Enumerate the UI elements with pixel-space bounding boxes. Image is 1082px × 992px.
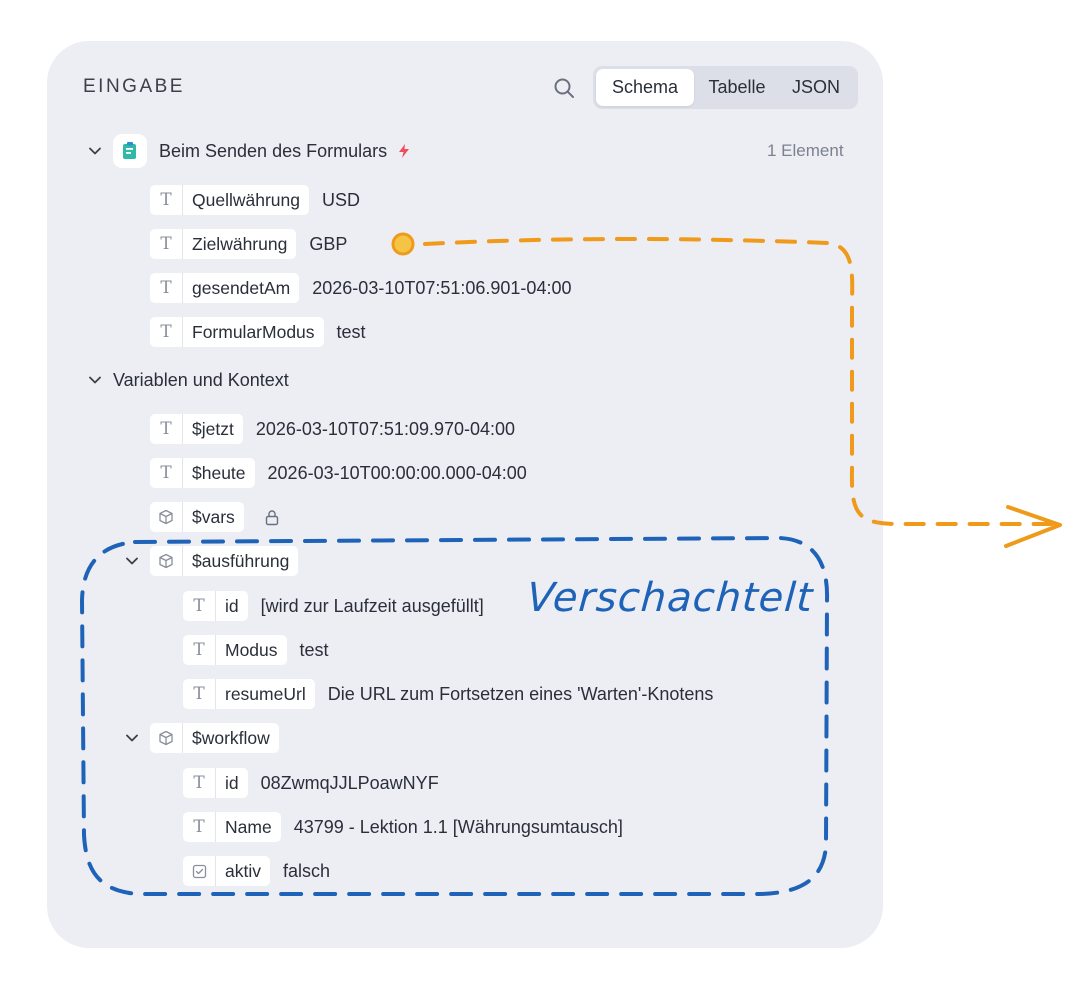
text-type-icon: T (150, 185, 183, 215)
field-name: id (225, 772, 239, 793)
field-name: Quellwährung (192, 189, 300, 210)
list-item: $vars (150, 502, 280, 532)
list-item: T $jetzt 2026-03-10T07:51:09.970-04:00 (150, 414, 515, 444)
form-trigger-icon (113, 134, 147, 168)
field-value: 2026-03-10T07:51:09.970-04:00 (255, 418, 516, 439)
cube-icon (150, 502, 183, 532)
field-chip[interactable]: $ausführung (150, 546, 299, 576)
field-value: GBP (309, 233, 348, 254)
context-section-label[interactable]: Variablen und Kontext (113, 369, 289, 390)
field-chip[interactable]: T id (183, 591, 248, 621)
search-icon[interactable] (552, 76, 576, 100)
field-chip[interactable]: T gesendetAm (150, 273, 300, 303)
cube-icon (150, 723, 183, 753)
field-value: test (336, 321, 366, 342)
text-type-icon: T (150, 229, 183, 259)
field-chip[interactable]: T Modus (183, 635, 287, 665)
text-type-icon: T (183, 768, 216, 798)
field-value: Die URL zum Fortsetzen eines 'Warten'-Kn… (327, 683, 714, 704)
field-chip[interactable]: T FormularModus (150, 317, 324, 347)
list-item: T id 08ZwmqJJLPoawNYF (183, 768, 439, 798)
field-name: aktiv (225, 860, 261, 881)
field-value: 2026-03-10T07:51:06.901-04:00 (312, 277, 572, 298)
list-item: T id [wird zur Laufzeit ausgefüllt] (183, 591, 484, 621)
list-item: T $heute 2026-03-10T00:00:00.000-04:00 (150, 458, 527, 488)
chevron-down-icon[interactable] (125, 731, 139, 745)
lock-icon (265, 509, 278, 525)
field-value: 2026-03-10T00:00:00.000-04:00 (267, 462, 527, 483)
field-value: USD (321, 189, 360, 210)
field-name: id (225, 595, 239, 616)
field-value: falsch (282, 860, 331, 881)
chevron-down-icon[interactable] (88, 144, 102, 158)
field-name: $heute (192, 462, 246, 483)
field-value: 43799 - Lektion 1.1 [Währungsumtausch] (293, 816, 623, 837)
text-type-icon: T (150, 414, 183, 444)
field-value: [wird zur Laufzeit ausgefüllt] (260, 595, 484, 616)
lightning-icon (399, 144, 410, 158)
list-item: $workflow (150, 723, 279, 753)
tab-tabelle[interactable]: Tabelle (708, 77, 766, 97)
list-item: T Name 43799 - Lektion 1.1 [Währungsumta… (183, 812, 623, 842)
field-chip[interactable]: aktiv (183, 856, 270, 886)
field-name: Zielwährung (192, 233, 288, 254)
field-chip[interactable]: T $heute (150, 458, 255, 488)
list-item: T Zielwährung GBP (150, 229, 347, 259)
tab-json[interactable]: JSON (791, 77, 840, 97)
field-chip[interactable]: $vars (150, 502, 244, 532)
chevron-down-icon[interactable] (88, 373, 102, 387)
list-item: $ausführung (150, 546, 299, 576)
field-name: $vars (192, 506, 235, 527)
list-item: T Quellwährung USD (150, 185, 360, 215)
text-type-icon: T (183, 591, 216, 621)
view-tabs: Schema Tabelle JSON (593, 66, 858, 109)
text-type-icon: T (183, 812, 216, 842)
trigger-label[interactable]: Beim Senden des Formulars (159, 140, 388, 161)
list-item: T FormularModus test (150, 317, 366, 347)
field-name: $jetzt (192, 418, 234, 439)
field-chip[interactable]: T Quellwährung (150, 185, 309, 215)
field-name: $ausführung (192, 550, 290, 571)
tab-schema[interactable]: Schema (596, 69, 694, 106)
list-item: T Modus test (183, 635, 329, 665)
item-count: 1 Element (767, 141, 844, 160)
checkbox-icon (183, 856, 216, 886)
field-name: $workflow (192, 727, 270, 748)
panel-title: EINGABE (83, 76, 185, 97)
nested-annotation-label: Verschachtelt (525, 575, 815, 621)
chevron-down-icon[interactable] (125, 554, 139, 568)
text-type-icon: T (183, 635, 216, 665)
list-item: aktiv falsch (183, 856, 330, 886)
arrow-head-icon (1004, 505, 1062, 548)
field-value: 08ZwmqJJLPoawNYF (260, 772, 439, 793)
field-name: resumeUrl (225, 683, 306, 704)
text-type-icon: T (183, 679, 216, 709)
text-type-icon: T (150, 273, 183, 303)
text-type-icon: T (150, 458, 183, 488)
field-name: gesendetAm (192, 277, 291, 298)
text-type-icon: T (150, 317, 183, 347)
field-chip[interactable]: T Zielwährung (150, 229, 297, 259)
field-name: Name (225, 816, 272, 837)
field-chip[interactable]: T id (183, 768, 248, 798)
field-name: Modus (225, 639, 278, 660)
field-chip[interactable]: T $jetzt (150, 414, 243, 444)
field-name: FormularModus (192, 321, 315, 342)
list-item: T resumeUrl Die URL zum Fortsetzen eines… (183, 679, 713, 709)
field-value: test (299, 639, 329, 660)
field-chip[interactable]: T resumeUrl (183, 679, 315, 709)
list-item: T gesendetAm 2026-03-10T07:51:06.901-04:… (150, 273, 571, 303)
field-chip[interactable]: T Name (183, 812, 281, 842)
field-chip[interactable]: $workflow (150, 723, 279, 753)
cube-icon (150, 546, 183, 576)
